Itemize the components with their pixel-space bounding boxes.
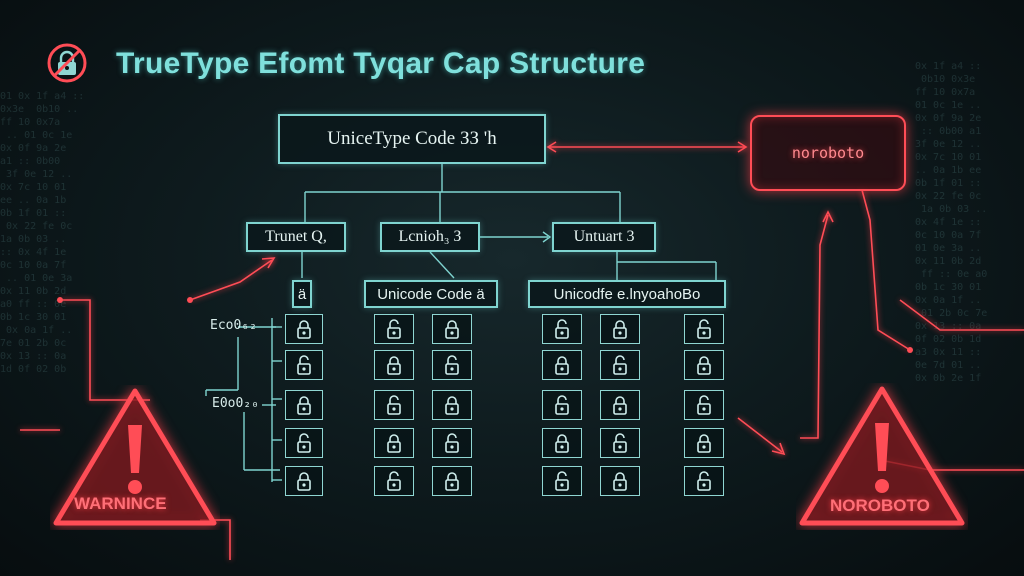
lock-icon	[387, 356, 401, 375]
warning-label-right: NOROBOTO	[830, 496, 930, 515]
alert-dots	[57, 297, 913, 353]
lock-cell	[374, 314, 414, 344]
warning-icon	[53, 388, 217, 526]
lock-icon	[297, 320, 311, 339]
lock-cell	[285, 314, 323, 344]
lock-cell	[374, 390, 414, 420]
lock-icon	[297, 355, 311, 375]
lock-icon	[555, 471, 569, 491]
lock-cell	[600, 314, 640, 344]
lock-cell	[542, 466, 582, 496]
lock-cell	[684, 350, 724, 380]
lock-cell	[285, 390, 323, 420]
lock-icon	[555, 395, 569, 415]
lock-icon	[445, 320, 459, 339]
lock-cell	[432, 428, 472, 458]
lock-cell	[600, 390, 640, 420]
lock-cell	[684, 314, 724, 344]
lock-cell	[432, 314, 472, 344]
lock-icon	[697, 356, 711, 375]
warning-label-left: WARNINCE	[74, 494, 167, 513]
alert-connectors	[20, 141, 1024, 560]
lock-icon	[613, 355, 627, 375]
lock-cell	[600, 428, 640, 458]
warning-icon-right	[799, 386, 965, 526]
lock-cell	[374, 350, 414, 380]
lock-icon	[555, 319, 569, 339]
node-left-small: ä	[292, 280, 312, 308]
lock-icon	[697, 434, 711, 453]
side-label-upper: Eco0₆₂	[210, 318, 257, 333]
lock-icon	[697, 471, 711, 491]
node-unicode-block-b: Unicodfe e.lnyoahoBo	[528, 280, 726, 308]
lock-cell	[600, 466, 640, 496]
lock-cell	[684, 390, 724, 420]
lock-icon	[613, 433, 627, 453]
lock-cell	[542, 314, 582, 344]
node-left-level: Trunet Q,	[246, 222, 346, 252]
lock-icon	[387, 395, 401, 415]
lock-cell	[432, 466, 472, 496]
red-node: noroboto	[750, 115, 906, 191]
lock-icon	[613, 472, 627, 491]
lock-icon	[387, 319, 401, 339]
lock-cell	[684, 466, 724, 496]
lock-icon	[697, 395, 711, 415]
lock-cell	[285, 428, 323, 458]
lock-cell	[285, 350, 323, 380]
red-node-label: noroboto	[791, 144, 865, 162]
lock-icon	[387, 434, 401, 453]
lock-icon	[445, 472, 459, 491]
page-title: TrueType Efomt Tyqar Cap Structure	[116, 47, 646, 80]
lock-cell	[374, 466, 414, 496]
lock-cell	[432, 350, 472, 380]
node-mid-level: Lcnioh₃ З	[380, 222, 480, 252]
lock-icon	[445, 433, 459, 453]
lock-icon	[387, 471, 401, 491]
lock-icon	[555, 356, 569, 375]
lock-icon	[297, 396, 311, 415]
lock-cell	[600, 350, 640, 380]
lock-icon	[297, 472, 311, 491]
root-node: UnicеType Code ЗЗ 'h	[278, 114, 546, 164]
lock-cell	[684, 428, 724, 458]
lock-cell	[542, 350, 582, 380]
lock-icon	[555, 434, 569, 453]
lock-cell	[374, 428, 414, 458]
lock-icon	[613, 396, 627, 415]
tree-connectors	[205, 164, 717, 482]
lock-cell	[542, 390, 582, 420]
background-code-left: 01 0x 1f a4 :: 0x3e 0b10 .. ff 10 0x7a .…	[0, 91, 85, 375]
lock-icon	[445, 355, 459, 375]
node-right-level: Untuart 3	[552, 222, 656, 252]
lock-icon	[297, 433, 311, 453]
lock-cell	[285, 466, 323, 496]
lock-icon	[47, 43, 87, 83]
node-unicode-block-a: Unicode Code ä	[364, 280, 498, 308]
lock-icon	[697, 319, 711, 339]
lock-cell	[432, 390, 472, 420]
lock-icon	[445, 396, 459, 415]
background-code-right: 0x 1f a4 :: 0b10 0x3e ff 10 0x7a 01 0c 1…	[915, 61, 988, 384]
lock-icon	[613, 320, 627, 339]
lock-cell	[542, 428, 582, 458]
side-label-lower: E0o0₂₀	[212, 396, 259, 411]
